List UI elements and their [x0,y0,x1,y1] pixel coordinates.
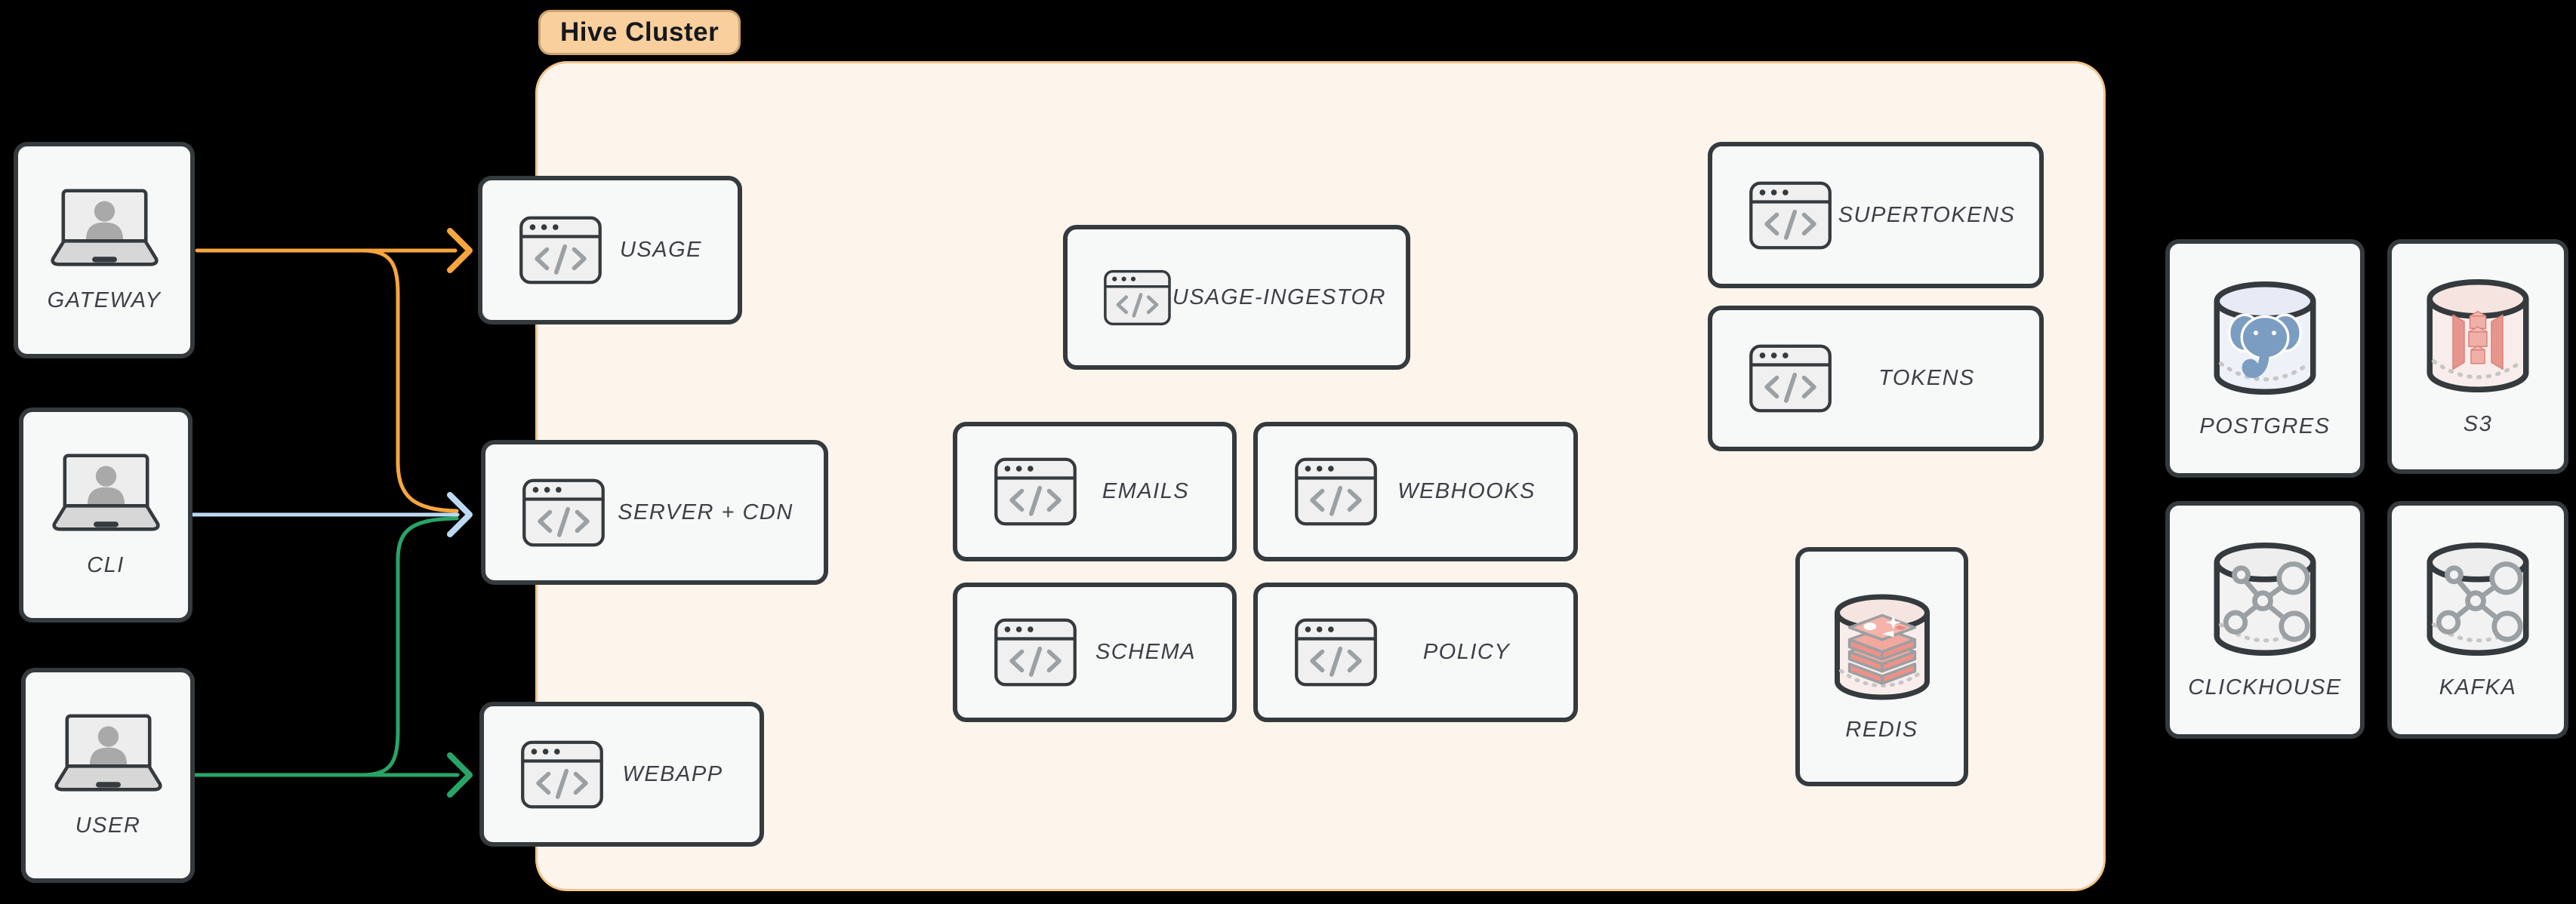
laptop-user-icon [50,712,167,794]
code-window-icon [517,214,604,286]
code-window-icon [520,477,607,549]
code-window-icon [1293,617,1379,688]
node-label: USER [75,813,141,838]
node-postgres: POSTGRES [2165,239,2365,478]
s3-database-icon [2421,276,2534,395]
node-label: TOKENS [1878,366,1975,390]
redis-database-icon [1829,592,1935,703]
node-webapp: WEBAPP [479,702,764,847]
node-label: S3 [2463,412,2493,436]
code-window-icon [1747,180,1834,251]
node-label: WEBAPP [622,761,723,786]
arrowhead-webapp [447,752,473,798]
node-user: USER [21,668,195,883]
node-usage: USAGE [478,176,742,324]
node-label: SERVER + CDN [618,500,793,524]
node-label: POLICY [1422,640,1511,664]
edge-user-server-cdn [360,516,459,777]
node-cli: CLI [19,407,193,623]
node-policy: POLICY [1253,583,1578,722]
code-window-icon [1102,262,1172,334]
code-window-icon [1747,343,1834,414]
node-supertokens: SUPERTOKENS [1708,142,2044,288]
node-schema: SCHEMA [953,583,1237,722]
cluster-database-icon [2421,540,2534,659]
node-label: SUPERTOKENS [1838,202,2016,227]
node-label: WEBHOOKS [1397,479,1536,503]
code-window-icon [519,739,605,810]
node-label: CLI [87,553,125,577]
node-gateway: GATEWAY [14,142,195,358]
node-label: EMAILS [1102,479,1190,503]
node-label: POSTGRES [2199,414,2331,438]
laptop-user-icon [48,452,165,533]
arrowhead-server-cdn [447,492,473,537]
edge-gateway-server-cdn [360,248,459,513]
node-kafka: KAFKA [2387,501,2568,739]
node-usage-ingestor: USAGE-INGESTOR [1063,225,1410,370]
postgres-database-icon [2208,278,2322,398]
node-webhooks: WEBHOOKS [1253,422,1578,561]
node-label: KAFKA [2439,675,2517,700]
node-label: USAGE-INGESTOR [1172,284,1386,309]
code-window-icon [992,456,1079,527]
arrowhead-usage [447,228,473,273]
node-label: USAGE [619,238,703,262]
laptop-user-icon [46,187,163,269]
code-window-icon [992,617,1079,688]
node-clickhouse: CLICKHOUSE [2165,501,2365,739]
code-window-icon [1293,456,1379,527]
node-s3: S3 [2387,239,2568,474]
node-redis: REDIS [1795,547,1968,786]
node-server-cdn: SERVER + CDN [481,440,828,585]
node-label: CLICKHOUSE [2188,675,2342,700]
node-label: SCHEMA [1095,640,1197,664]
node-tokens: TOKENS [1708,306,2044,451]
node-label: REDIS [1845,717,1918,742]
cluster-badge: Hive Cluster [538,10,741,55]
cluster-database-icon [2208,540,2322,659]
node-emails: EMAILS [953,422,1237,561]
node-label: GATEWAY [47,288,162,312]
